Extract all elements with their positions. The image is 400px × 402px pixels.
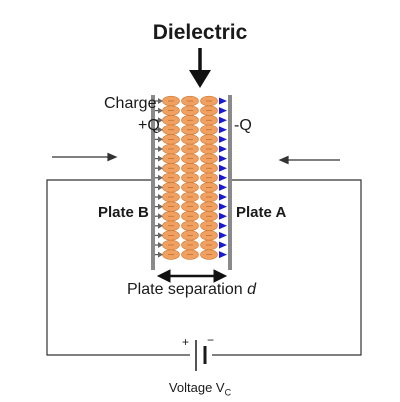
left-field-arrowhead (107, 152, 118, 162)
positive-charge-label: +Q (138, 117, 160, 134)
plate-a-charge-arrowhead (219, 116, 227, 124)
charge-label: Charge (104, 95, 157, 112)
plate-b-charge-arrowhead (158, 117, 163, 124)
plate-a-charge-arrowhead (219, 107, 227, 115)
separation-arrow (156, 269, 228, 283)
plate-a-charge-arrowhead (219, 241, 227, 249)
plate-a-charge-arrowhead (219, 193, 227, 201)
plate-a-charge-arrowhead (219, 164, 227, 172)
plate-b-charge-arrowhead (158, 222, 163, 229)
plate-separation-label: Plate separation d (127, 281, 256, 298)
plate-b-charge-arrowhead (158, 242, 163, 248)
plate-a-charge-arrowhead (219, 203, 227, 211)
left-wire (46, 179, 190, 356)
plate-b-charge-arrowhead (158, 203, 163, 210)
plate-b-charge-arrowhead (158, 107, 163, 114)
plate-a-charge-arrowhead (219, 212, 227, 220)
plate-b-charge-arrowhead (158, 194, 163, 200)
dielectric-title: Dielectric (152, 21, 248, 44)
plate-b-charge-arrowhead (158, 184, 163, 191)
plate-a-charge-arrowhead (219, 222, 227, 230)
plate-b-charge-arrowhead (158, 98, 163, 104)
plate-b-label: Plate B (98, 204, 149, 221)
right-field-arrowhead (278, 155, 289, 165)
plate-b-charge-arrowhead (158, 165, 163, 172)
plate-b-charge-arrowhead (158, 155, 163, 162)
voltage-subscript: C (224, 387, 232, 398)
battery-plus-sign: + (182, 335, 190, 349)
plate-b-charge-arrowhead (158, 213, 163, 220)
plate-a-label: Plate A (236, 204, 287, 221)
circuit-wires (46, 179, 362, 356)
plate-a-charge-arrowhead (219, 135, 227, 143)
plate-a (228, 95, 232, 270)
negative-charge-label: -Q (234, 117, 252, 134)
right-wire (212, 179, 362, 356)
plate-b-charge-arrowhead (158, 126, 163, 133)
plate-a-charge-arrowhead (219, 97, 227, 105)
plate-a-charge-arrows (219, 97, 227, 259)
plate-b-charge-arrows (155, 98, 163, 258)
plate-b-charge-arrowhead (158, 146, 163, 152)
separation-symbol: d (247, 281, 256, 298)
voltage-label: Voltage VC (168, 380, 232, 398)
plate-a-charge-arrowhead (219, 174, 227, 182)
plate-a-charge-arrowhead (219, 183, 227, 191)
plate-a-charge-arrowhead (219, 126, 227, 134)
dielectric-arrow (189, 48, 211, 88)
battery-symbol (195, 340, 207, 371)
plate-a-charge-arrowhead (219, 145, 227, 153)
plate-b-charge-arrowhead (158, 136, 163, 143)
plate-a-charge-arrowhead (219, 155, 227, 163)
dielectric-molecules (162, 95, 218, 260)
plate-a-charge-arrowhead (219, 231, 227, 239)
plate-b-charge-arrowhead (158, 232, 163, 239)
plate-b-charge-arrowhead (158, 251, 163, 258)
battery-minus-sign: − (207, 333, 215, 347)
field-arrows (52, 152, 340, 165)
plate-b-charge-arrowhead (158, 174, 163, 181)
plate-a-charge-arrowhead (219, 251, 227, 259)
plate-b (151, 95, 155, 270)
